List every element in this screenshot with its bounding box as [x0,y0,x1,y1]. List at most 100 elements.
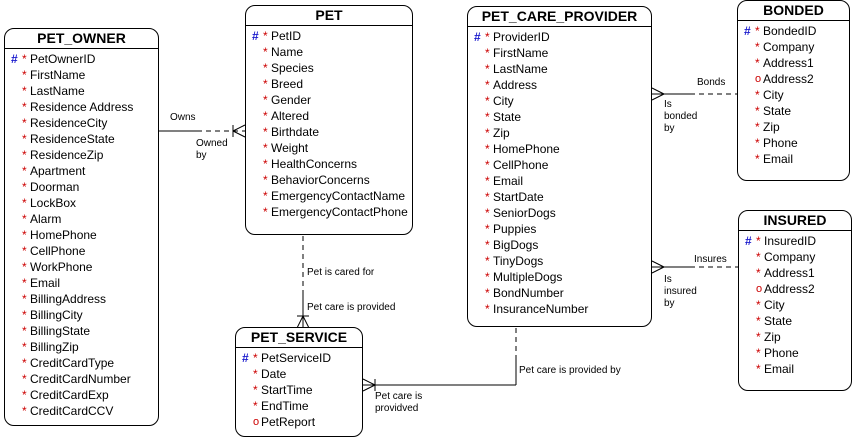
attribute-name: City [764,298,785,312]
mandatory-icon: * [756,314,761,328]
attribute-row: *Apartment [5,163,158,179]
entity-title: PET_CARE_PROVIDER [468,7,651,27]
mandatory-icon: * [22,68,27,82]
mandatory-icon: * [22,292,27,306]
attribute-row: *TinyDogs [468,253,651,269]
attribute-row: *CreditCardNumber [5,371,158,387]
attribute-row: *CellPhone [5,243,158,259]
attribute-row: *Altered [246,108,412,124]
attribute-name: Phone [763,136,798,150]
mandatory-icon: * [22,212,27,226]
rel-label-owned-by: Owned by [196,138,228,161]
entity-pet-owner[interactable]: PET_OWNER #*PetOwnerID*FirstName*LastNam… [4,28,159,426]
attribute-name: BehaviorConcerns [271,173,370,187]
attribute-row: *Alarm [5,211,158,227]
entity-pet-service[interactable]: PET_SERVICE #*PetServiceID*Date*StartTim… [235,327,363,437]
attribute-row: *Zip [739,329,851,345]
rel-pet-service[interactable] [296,236,310,329]
mandatory-icon: * [485,222,490,236]
attribute-name: City [493,94,514,108]
mandatory-icon: * [485,30,490,44]
attribute-name: InsuredID [764,234,817,248]
attribute-row: *Address1 [738,55,849,71]
mandatory-icon: * [755,120,760,134]
rel-label-owns: Owns [170,112,196,123]
primary-key-icon: # [242,351,249,365]
attribute-name: EmergencyContactPhone [271,205,408,219]
rel-provider-insured[interactable] [651,260,738,274]
attribute-name: State [763,104,792,118]
mandatory-icon: * [755,40,760,54]
attribute-name: StartDate [493,190,544,204]
mandatory-icon: * [22,276,27,290]
attribute-name: HealthConcerns [271,157,358,171]
attribute-list: #*ProviderID*FirstName*LastName*Address*… [468,27,651,317]
attribute-name: BillingAddress [30,292,107,306]
mandatory-icon: * [485,254,490,268]
primary-key-icon: # [745,234,752,248]
attribute-name: ResidenceZip [30,148,104,162]
attribute-row: *BillingZip [5,339,158,355]
attribute-row: *ResidenceCity [5,115,158,131]
attribute-row: *State [739,313,851,329]
attribute-name: Date [261,367,287,381]
mandatory-icon: * [22,180,27,194]
mandatory-icon: * [22,324,27,338]
mandatory-icon: * [756,234,761,248]
attribute-row: *SeniorDogs [468,205,651,221]
attribute-name: Address [493,78,538,92]
attribute-name: CreditCardType [30,356,115,370]
entity-pet[interactable]: PET #*PetID*Name*Species*Breed*Gender*Al… [245,5,413,235]
attribute-name: TinyDogs [493,254,544,268]
rel-provider-bonded[interactable] [651,87,738,101]
mandatory-icon: * [263,29,268,43]
attribute-name: City [763,88,784,102]
attribute-row: *Company [738,39,849,55]
entity-title: PET [246,6,412,26]
primary-key-icon: # [744,24,751,38]
mandatory-icon: * [22,260,27,274]
attribute-row: *HomePhone [468,141,651,157]
attribute-name: Address1 [763,56,814,70]
rel-label-insures: Insures [694,254,727,265]
attribute-name: BillingZip [30,340,79,354]
attribute-name: HomePhone [493,142,560,156]
mandatory-icon: * [756,362,761,376]
attribute-name: PetOwnerID [30,52,96,66]
mandatory-icon: * [485,302,490,316]
rel-owner-pet[interactable] [159,124,246,138]
mandatory-icon: * [263,93,268,107]
mandatory-icon: * [485,142,490,156]
attribute-row: *CreditCardCCV [5,403,158,419]
rel-provider-service[interactable] [362,328,517,392]
attribute-row: *City [468,93,651,109]
attribute-name: Birthdate [271,125,320,139]
attribute-row: *CellPhone [468,157,651,173]
attribute-row: #*PetOwnerID [5,51,158,67]
attribute-name: BondNumber [493,286,564,300]
attribute-row: *Birthdate [246,124,412,140]
attribute-name: Email [763,152,794,166]
attribute-name: PetID [271,29,302,43]
mandatory-icon: * [263,77,268,91]
attribute-name: Weight [271,141,309,155]
mandatory-icon: * [756,250,761,264]
attribute-name: PetReport [261,415,316,429]
mandatory-icon: * [755,56,760,70]
attribute-name: Zip [493,126,510,140]
attribute-name: Apartment [30,164,86,178]
attribute-name: PetServiceID [261,351,332,365]
attribute-row: *Doorman [5,179,158,195]
entity-title: BONDED [738,1,849,21]
rel-label-pet-care-is-provided: Pet care is provided [307,302,396,313]
mandatory-icon: * [485,62,490,76]
attribute-name: Company [764,250,816,264]
entity-pet-care-provider[interactable]: PET_CARE_PROVIDER #*ProviderID*FirstName… [467,6,652,327]
attribute-row: *Zip [738,119,849,135]
mandatory-icon: * [755,104,760,118]
attribute-name: BillingState [30,324,91,338]
